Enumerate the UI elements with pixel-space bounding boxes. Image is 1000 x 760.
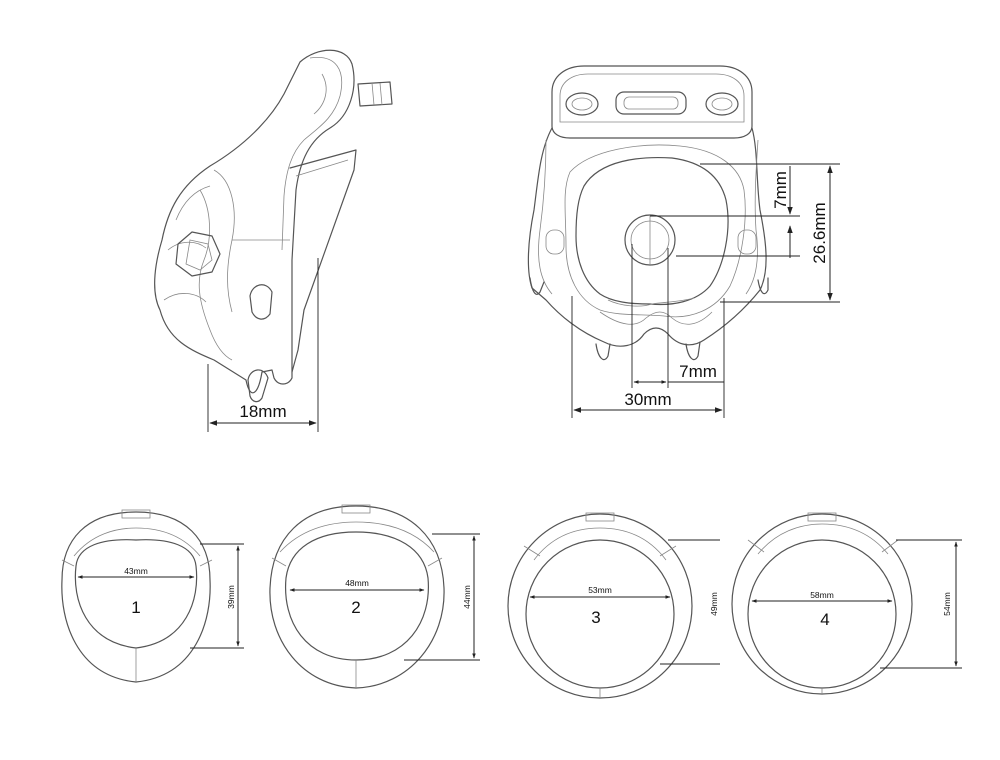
side-view-knob: [175, 231, 221, 277]
ring-1-width-label: 43mm: [124, 566, 148, 576]
front-view-top-bar: [551, 65, 753, 139]
side-view-width-dimension: 18mm: [207, 258, 319, 432]
ring-1: 43mm 1 39mm: [61, 509, 244, 683]
front-view-hole-label: 7mm: [679, 362, 717, 381]
side-view: 18mm: [154, 49, 393, 432]
ring-3-height-label: 49mm: [709, 592, 719, 616]
ring-3: 53mm 3 49mm: [507, 512, 720, 699]
front-view-width-label: 30mm: [624, 390, 671, 409]
side-view-shield: [289, 149, 357, 373]
ring-2-height-label: 44mm: [462, 585, 472, 609]
ring-4-height-label: 54mm: [942, 592, 952, 616]
front-view-offset-dimension: 7mm: [650, 166, 800, 258]
ring-2-width-label: 48mm: [345, 578, 369, 588]
side-view-body: [154, 49, 355, 394]
side-view-pin: [357, 81, 393, 107]
ring-3-width-label: 53mm: [588, 585, 612, 595]
front-view-width-dimension: 30mm: [571, 296, 725, 418]
ring-4-width-label: 58mm: [810, 590, 834, 600]
ring-3-number: 3: [591, 608, 600, 627]
front-view: 26.6mm 7mm 7mm 30mm: [527, 65, 840, 418]
ring-1-number: 1: [131, 598, 140, 617]
front-view-height-label: 26.6mm: [810, 202, 829, 263]
ring-4: 58mm 4 54mm: [731, 512, 962, 695]
ring-1-height-label: 39mm: [226, 585, 236, 609]
front-view-body: [527, 127, 767, 347]
ring-4-number: 4: [820, 610, 829, 629]
front-view-cup: [575, 157, 729, 306]
ring-2-number: 2: [351, 598, 360, 617]
front-view-height-dimension: 26.6mm: [700, 163, 840, 303]
front-view-offset-label: 7mm: [771, 171, 790, 209]
side-view-width-label: 18mm: [239, 402, 286, 421]
front-view-hole-dimension: 7mm: [631, 244, 724, 388]
ring-2: 48mm 2 44mm: [269, 504, 480, 689]
